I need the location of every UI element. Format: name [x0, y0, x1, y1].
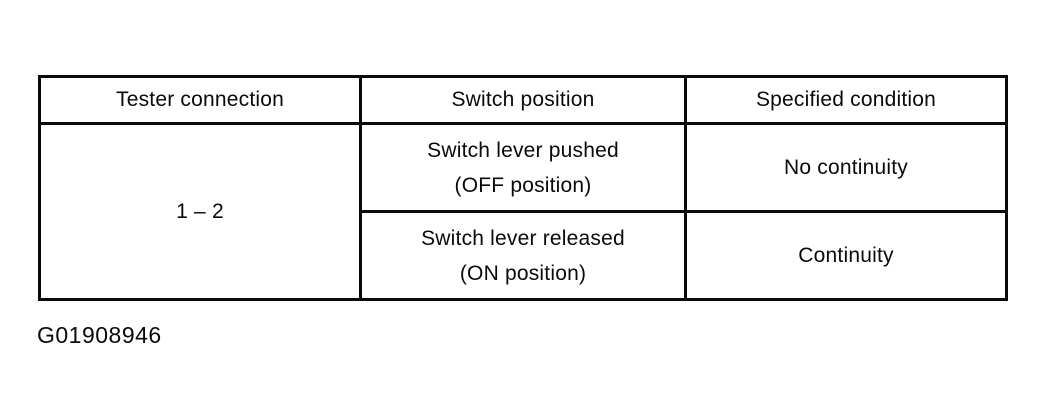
continuity-spec-table: Tester connection Switch position Specif… — [38, 75, 1008, 301]
header-switch-position: Switch position — [359, 75, 687, 125]
cell-switch-position-off: Switch lever pushed (OFF position) — [359, 122, 687, 213]
table-row: 1 – 2 Switch lever pushed (OFF position)… — [38, 122, 1008, 301]
header-tester-connection: Tester connection — [38, 75, 362, 125]
switch-position-on-line2: (ON position) — [459, 261, 587, 285]
cell-condition-continuity: Continuity — [684, 210, 1008, 301]
cell-tester-connection: 1 – 2 — [38, 122, 362, 301]
switch-position-off-line2: (OFF position) — [454, 173, 592, 197]
switch-position-on-line1: Switch lever released — [421, 226, 625, 250]
table-row: Switch lever released (ON position) Cont… — [40, 210, 1008, 301]
cell-switch-position-on: Switch lever released (ON position) — [359, 210, 687, 301]
figure-code: G01908946 — [37, 322, 162, 348]
cell-condition-no-continuity: No continuity — [684, 122, 1008, 213]
header-specified-condition: Specified condition — [684, 75, 1008, 125]
switch-position-off-line1: Switch lever pushed — [427, 138, 619, 162]
header-row: Tester connection Switch position Specif… — [38, 75, 1008, 125]
